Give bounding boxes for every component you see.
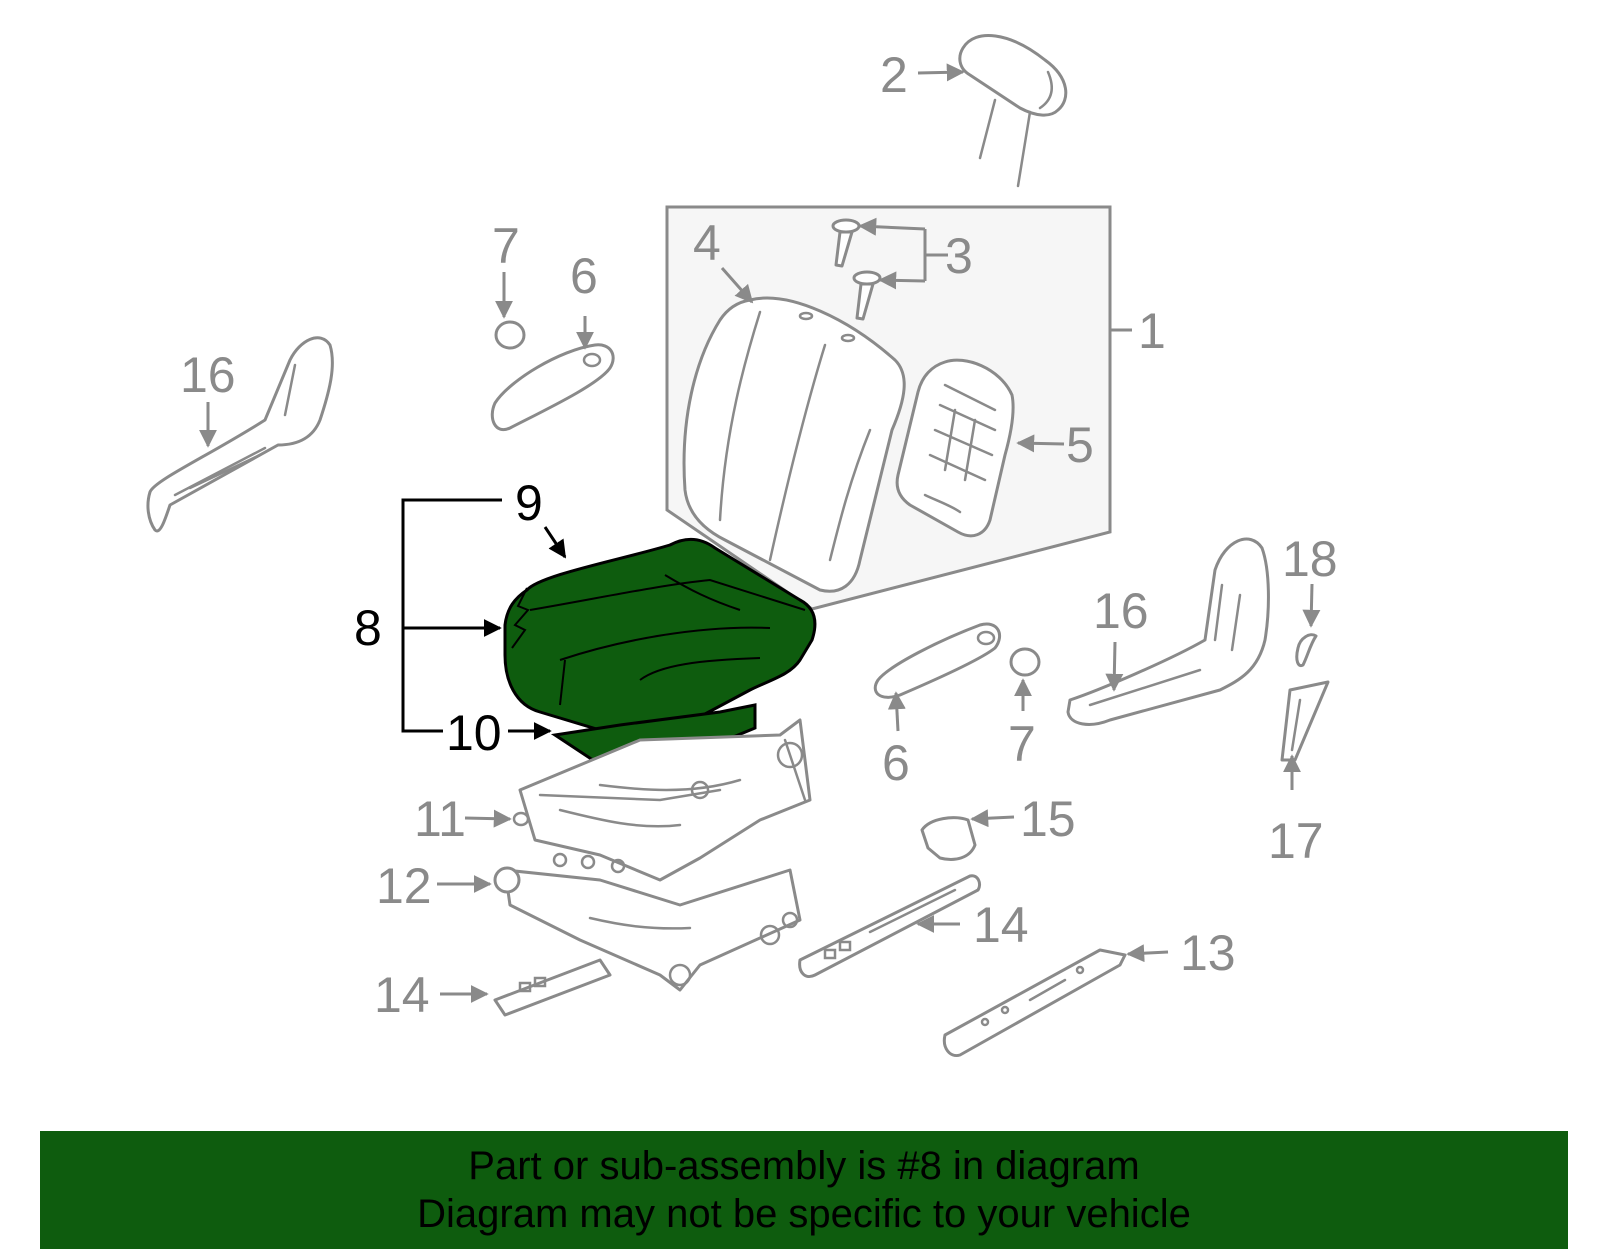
seat-cushion-highlighted bbox=[503, 537, 817, 736]
clip-part-18 bbox=[1295, 633, 1318, 668]
callout-14-left: 14 bbox=[374, 967, 430, 1023]
cap-part-left bbox=[494, 320, 526, 350]
callout-17: 17 bbox=[1268, 813, 1324, 869]
callout-7-left: 7 bbox=[492, 218, 520, 274]
trim-part-17 bbox=[1280, 680, 1330, 762]
rail-part-13 bbox=[942, 948, 1127, 1058]
callout-13: 13 bbox=[1180, 925, 1236, 981]
parts-diagram: 1 2 3 4 5 6 6 7 7 8 9 10 11 12 13 14 14 … bbox=[146, 34, 1338, 1058]
callout-9: 9 bbox=[515, 475, 543, 531]
callout-18: 18 bbox=[1282, 531, 1338, 587]
rail-part-left bbox=[493, 958, 612, 1017]
bracket-part bbox=[920, 816, 977, 861]
info-banner: Part or sub-assembly is #8 in diagram Di… bbox=[40, 1131, 1568, 1249]
banner-line-1: Part or sub-assembly is #8 in diagram bbox=[468, 1144, 1140, 1188]
rail-part-right bbox=[798, 874, 982, 978]
callout-15: 15 bbox=[1020, 791, 1076, 847]
callout-8: 8 bbox=[354, 600, 382, 656]
side-cover-part-right bbox=[1066, 537, 1270, 726]
cap-part-right bbox=[1009, 647, 1041, 677]
callout-16-left: 16 bbox=[180, 347, 236, 403]
callout-10: 10 bbox=[446, 705, 502, 761]
callout-14-right: 14 bbox=[973, 897, 1029, 953]
handle-part-right bbox=[873, 622, 1001, 699]
seat-frame-part bbox=[493, 718, 812, 992]
callout-16-right: 16 bbox=[1093, 583, 1149, 639]
callout-12: 12 bbox=[376, 858, 432, 914]
side-cover-part-left bbox=[146, 336, 334, 533]
callout-6-left: 6 bbox=[570, 248, 598, 304]
handle-part-left bbox=[490, 343, 615, 432]
callout-11: 11 bbox=[414, 791, 466, 847]
callout-2: 2 bbox=[880, 47, 908, 103]
back-panel-part bbox=[895, 358, 1015, 538]
callout-3: 3 bbox=[945, 228, 973, 284]
callout-1: 1 bbox=[1138, 303, 1166, 359]
headrest-part bbox=[958, 34, 1068, 188]
callout-7-right: 7 bbox=[1008, 716, 1036, 772]
callout-6-right: 6 bbox=[882, 735, 910, 791]
banner-line-2: Diagram may not be specific to your vehi… bbox=[417, 1192, 1191, 1236]
callout-5: 5 bbox=[1066, 417, 1094, 473]
callout-4: 4 bbox=[693, 215, 721, 271]
seatback-part bbox=[682, 296, 906, 593]
